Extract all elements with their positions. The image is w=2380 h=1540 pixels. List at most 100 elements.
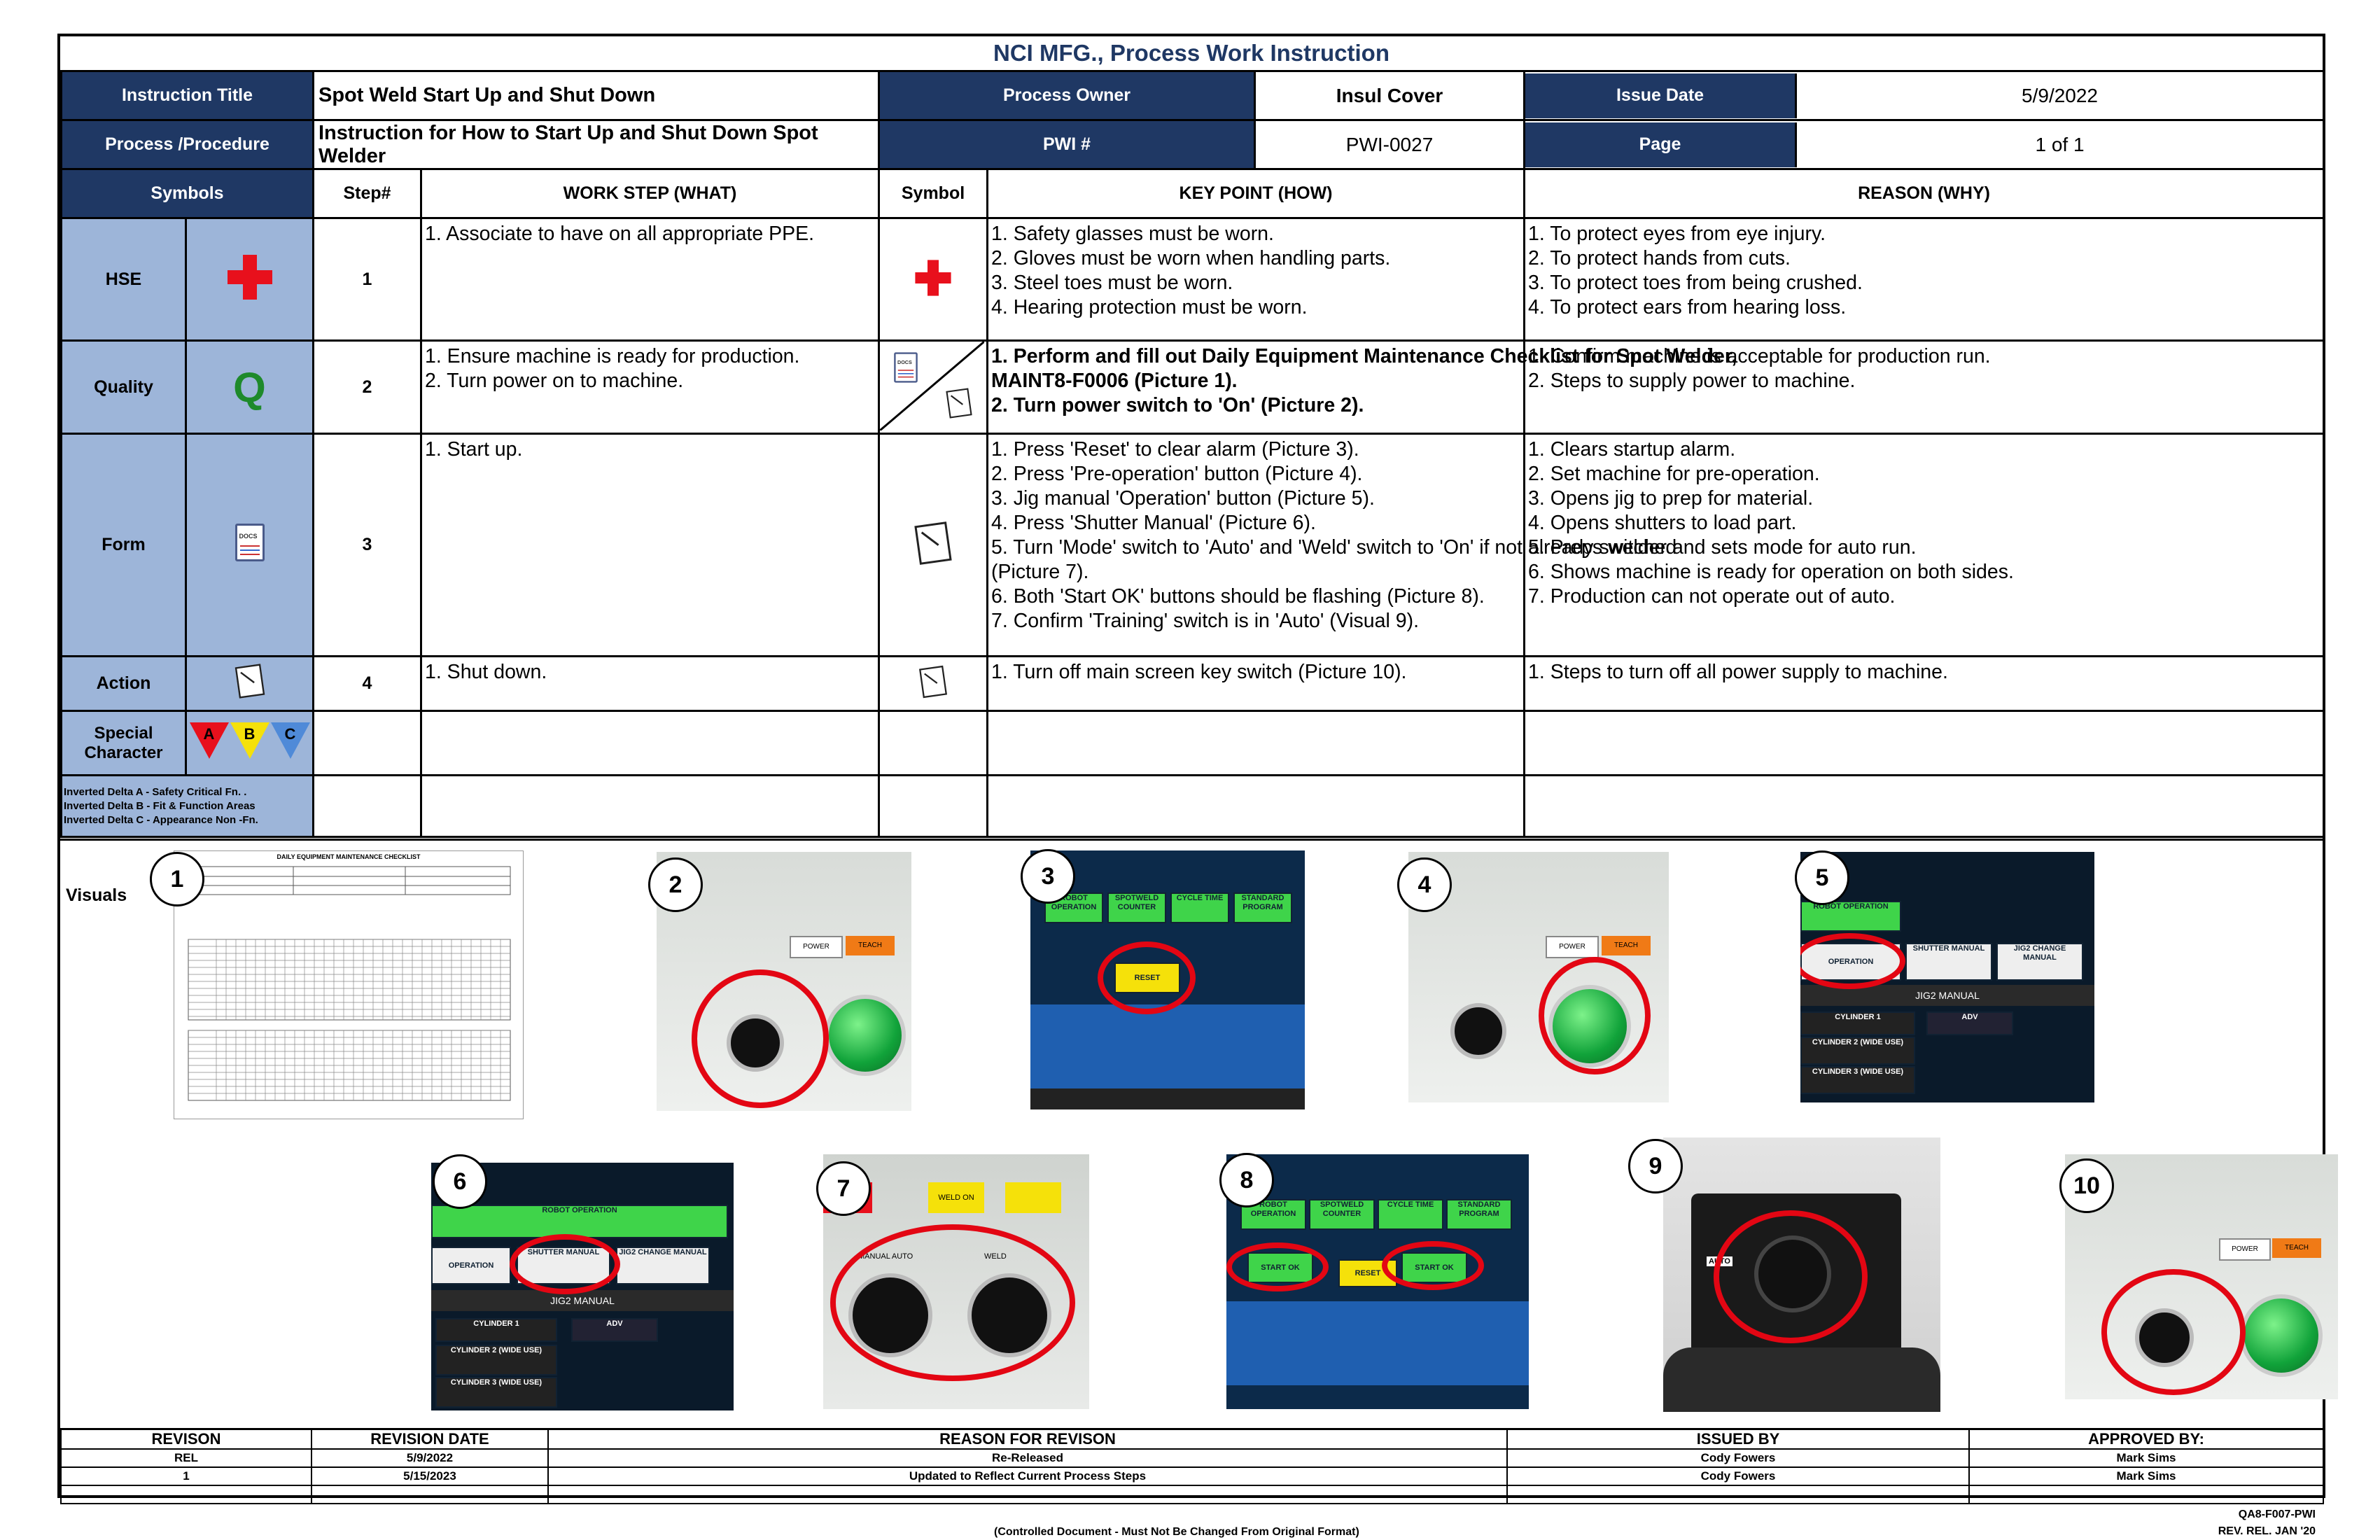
step-symbol	[878, 655, 989, 712]
quality-symbol-cell: Q	[185, 340, 314, 435]
picture-3-reset-screen: ROBOT OPERATION SPOTWELD COUNTER CYCLE T…	[1030, 850, 1305, 1110]
hse-label: HSE	[60, 217, 187, 342]
visuals-section: Visuals 1 DAILY EQUIPMENT MAINTENANCE CH…	[60, 839, 2338, 1430]
page-label: Page	[1525, 122, 1798, 167]
picture-4-pre-operation: POWER TEACH	[1408, 852, 1669, 1102]
action-clipboard-icon	[946, 388, 972, 419]
red-cross-icon	[915, 259, 951, 296]
reason: 1. To protect eyes from eye injury. 2. T…	[1523, 217, 2325, 342]
highlight-ring	[692, 969, 829, 1108]
quality-q-icon: Q	[233, 363, 266, 411]
instruction-table: Instruction Title Spot Weld Start Up and…	[60, 70, 2325, 838]
form-id: QA8-F007-PWI	[2238, 1508, 2316, 1520]
step-symbol: DOCS	[878, 340, 989, 435]
action-label: Action	[60, 655, 187, 712]
inverted-delta-icons: A B C	[189, 722, 310, 759]
work-step: 1. Ensure machine is ready for productio…	[419, 340, 881, 435]
picture-number-3: 3	[1021, 849, 1075, 904]
work-step-header: WORK STEP (WHAT)	[419, 168, 881, 219]
revision-table: REVISON REVISION DATE REASON FOR REVISON…	[60, 1428, 2324, 1504]
picture-number-2: 2	[648, 858, 703, 912]
checklist-grid-icon	[188, 866, 511, 1101]
highlight-ring	[1714, 1210, 1868, 1343]
picture-9-training-switch: AUTO	[1663, 1138, 1940, 1412]
quality-label: Quality	[60, 340, 187, 435]
picture-number-4: 4	[1397, 858, 1452, 912]
step-header: Step#	[312, 168, 422, 219]
docs-form-icon: DOCS	[234, 524, 265, 561]
green-button	[825, 995, 906, 1076]
key-point: 1. Turn off main screen key switch (Pict…	[986, 655, 1526, 712]
form-revision-id: QA8-F007-PWI REV. REL. JAN '20	[2218, 1506, 2316, 1540]
delta-a-icon: A	[189, 722, 229, 759]
hse-symbol-cell	[185, 217, 314, 342]
highlight-ring	[830, 1224, 1075, 1381]
pwi-label: PWI #	[878, 119, 1256, 170]
page-number: 1 of 1	[2035, 133, 2085, 155]
picture-5-jig-operation: ROBOT OPERATION OPERATION SHUTTER MANUAL…	[1800, 852, 2094, 1102]
picture-number-8: 8	[1219, 1153, 1274, 1208]
instruction-title-label: Instruction Title	[60, 70, 314, 121]
docs-form-icon: DOCS	[894, 352, 918, 383]
picture-8-start-ok: ROBOT OPERATION SPOTWELD COUNTER CYCLE T…	[1226, 1154, 1529, 1409]
delta-b-icon: B	[230, 722, 270, 759]
action-clipboard-icon	[919, 665, 948, 699]
picture-number-5: 5	[1795, 850, 1849, 905]
reason-header: REASON (WHY)	[1523, 168, 2325, 219]
form-symbol-cell: DOCS	[185, 433, 314, 657]
delta-legend: Inverted Delta A - Safety Critical Fn. .…	[60, 774, 314, 838]
picture-number-10: 10	[2059, 1158, 2114, 1213]
step-number: 4	[312, 655, 422, 712]
step-number: 3	[312, 433, 422, 657]
revision-reason-header: REASON FOR REVISON	[547, 1428, 1508, 1450]
document-title: NCI MFG., Process Work Instruction	[60, 36, 2323, 72]
picture-2-power-switch: POWER TEACH	[657, 852, 911, 1111]
green-button	[2240, 1294, 2323, 1377]
issue-date-cell: Issue Date 5/9/2022	[1523, 70, 2325, 121]
work-step: 1. Start up.	[419, 433, 881, 657]
visuals-label: Visuals	[66, 886, 127, 905]
instruction-title: Spot Weld Start Up and Shut Down	[312, 70, 881, 121]
reason: 1. Steps to turn off all power supply to…	[1523, 655, 2325, 712]
key-point-header: KEY POINT (HOW)	[986, 168, 1526, 219]
red-cross-icon	[227, 254, 272, 300]
reason: 1. Confirm machine is acceptable for pro…	[1523, 340, 2325, 435]
revision-row	[60, 1485, 2324, 1504]
symbols-header: Symbols	[60, 168, 314, 219]
controlled-document-note: (Controlled Document - Must Not Be Chang…	[994, 1526, 1359, 1538]
highlight-ring	[1539, 957, 1651, 1074]
revision-header: REVISON	[60, 1428, 312, 1450]
action-clipboard-icon	[914, 522, 952, 565]
picture-6-shutter-manual: ROBOT OPERATION OPERATION SHUTTER MANUAL…	[431, 1163, 734, 1410]
highlight-ring	[510, 1234, 620, 1294]
action-clipboard-icon	[234, 664, 265, 699]
procedure: Instruction for How to Start Up and Shut…	[312, 119, 881, 170]
key-point: 1. Safety glasses must be worn. 2. Glove…	[986, 217, 1526, 342]
key-point: 1. Perform and fill out Daily Equipment …	[986, 340, 1737, 435]
delta-c-icon: C	[270, 722, 310, 759]
procedure-label: Process /Procedure	[60, 119, 314, 170]
key-switch	[1450, 1003, 1506, 1059]
page-cell: Page 1 of 1	[1523, 119, 2325, 170]
picture-1-checklist: DAILY EQUIPMENT MAINTENANCE CHECKLIST	[174, 850, 524, 1119]
step-symbol	[878, 217, 989, 342]
issued-by-header: ISSUED BY	[1506, 1428, 1970, 1450]
picture-number-6: 6	[433, 1154, 487, 1209]
process-work-instruction: NCI MFG., Process Work Instruction Instr…	[57, 34, 2338, 1504]
reason: 1. Clears startup alarm. 2. Set machine …	[1523, 433, 2325, 657]
pwi-number: PWI-0027	[1254, 119, 1526, 170]
issue-date-label: Issue Date	[1525, 73, 1798, 118]
symbol-header: Symbol	[878, 168, 989, 219]
form-label: Form	[60, 433, 187, 657]
process-owner: Insul Cover	[1254, 70, 1526, 121]
highlight-ring	[2101, 1269, 2246, 1395]
picture-number-1: 1	[150, 852, 204, 906]
highlight-ring	[1098, 941, 1196, 1014]
highlight-ring	[1382, 1241, 1484, 1290]
highlight-ring	[1226, 1242, 1329, 1292]
step-number: 1	[312, 217, 422, 342]
form-rev: REV. REL. JAN '20	[2218, 1525, 2316, 1537]
work-step: 1. Shut down.	[419, 655, 881, 712]
